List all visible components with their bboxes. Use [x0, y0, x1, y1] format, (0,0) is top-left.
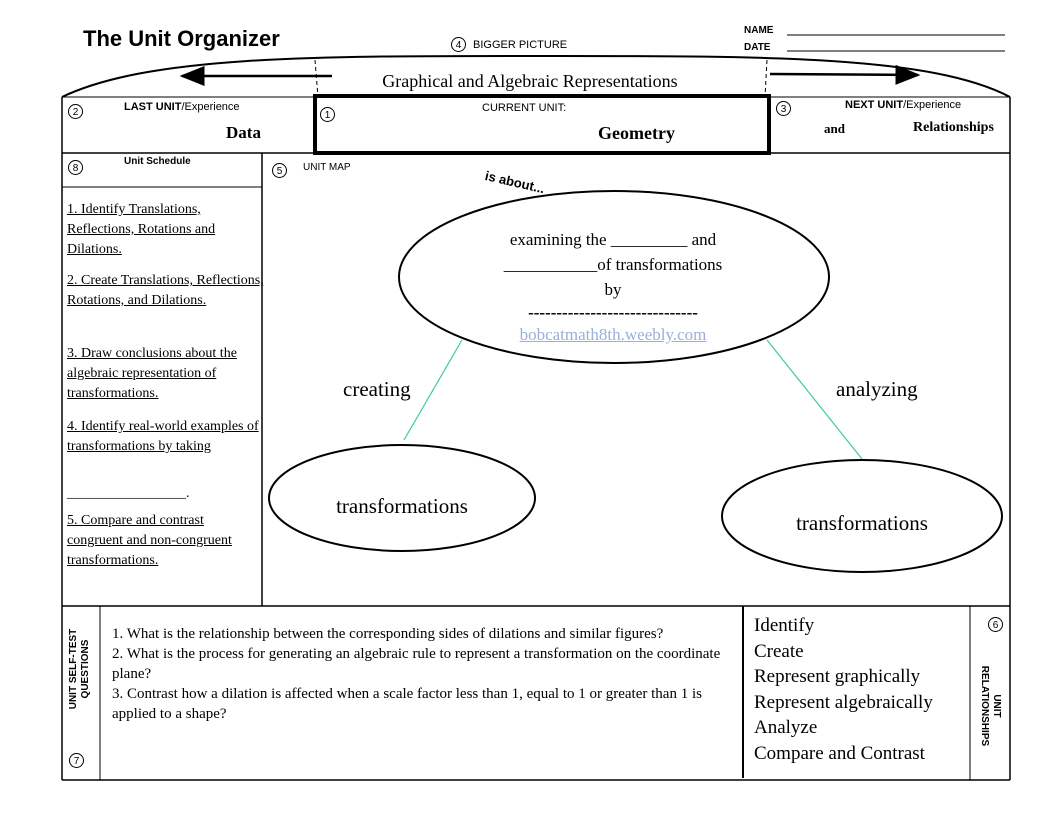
right-node-text: transformations — [796, 511, 928, 535]
relationships-list: Identify Create Represent graphically Re… — [754, 613, 969, 766]
relationship-item: Represent algebraically — [754, 691, 933, 713]
current-unit-box — [313, 94, 771, 155]
schedule-item-1: 1. Identify Translations, Reflections, R… — [67, 202, 216, 257]
self-test-questions: 1. What is the relationship between the … — [112, 624, 736, 724]
next-unit-value-and: and — [824, 121, 845, 136]
bigger-picture-value: Graphical and Algebraic Representations — [382, 71, 678, 91]
unit-map-number: 5 — [272, 163, 287, 178]
bigger-picture-number: 4 — [451, 37, 466, 52]
page-title: The Unit Organizer — [83, 26, 280, 51]
left-node-ellipse — [268, 444, 536, 552]
relationships-number: 6 — [988, 617, 1003, 632]
main-concept-line-2: ___________of transformations — [503, 255, 723, 274]
main-concept-ellipse — [398, 190, 830, 364]
right-connector-line — [766, 339, 863, 460]
date-label: DATE — [744, 42, 771, 53]
relationship-item: Create — [754, 640, 804, 662]
relationship-item: Identify — [754, 615, 815, 636]
schedule-item-3: 3. Draw conclusions about the algebraic … — [67, 346, 237, 401]
current-unit-value: Geometry — [598, 123, 675, 143]
relationships-label: UNIT RELATIONSHIPS — [979, 665, 1002, 747]
name-label: NAME — [744, 25, 774, 36]
relationship-item: Analyze — [754, 717, 818, 738]
left-connector-label: creating — [343, 377, 411, 401]
schedule-item-4: 4. Identify real-world examples of trans… — [67, 419, 259, 454]
left-node-text: transformations — [336, 494, 468, 518]
relationship-item: Compare and Contrast — [754, 742, 925, 764]
schedule-item-2: 2. Create Translations, Reflections, Rot… — [67, 273, 264, 308]
bigger-picture-label: BIGGER PICTURE — [473, 39, 568, 51]
self-test-number: 7 — [69, 753, 84, 768]
relationship-item: Represent graphically — [754, 666, 921, 687]
current-unit-number: 1 — [320, 107, 335, 122]
main-concept-line-4: ------------------------------ — [528, 303, 698, 322]
next-unit-label: NEXT UNIT/Experience — [845, 99, 962, 111]
next-unit-value-relationships: Relationships — [913, 120, 994, 135]
unit-map-label: UNIT MAP — [303, 162, 351, 173]
question-3: 3. Contrast how a dilation is affected w… — [112, 686, 702, 722]
schedule-label: Unit Schedule — [124, 156, 191, 167]
right-node-ellipse — [721, 459, 1003, 573]
self-test-label: UNIT SELF-TEST QUESTIONS — [68, 628, 91, 710]
schedule-item-4-blank: _________________. — [67, 486, 190, 501]
schedule-number: 8 — [68, 160, 83, 175]
right-connector-label: analyzing — [836, 377, 918, 401]
question-1: 1. What is the relationship between the … — [112, 626, 664, 642]
schedule-item-5: 5. Compare and contrast congruent and no… — [67, 513, 232, 568]
current-unit-label: CURRENT UNIT: — [482, 102, 567, 114]
main-concept-line-1: examining the _________ and — [509, 230, 717, 249]
right-arrow — [769, 64, 921, 85]
website-link[interactable]: bobcatmath8th.weebly.com — [519, 325, 707, 344]
left-connector-line — [403, 339, 463, 441]
last-unit-number: 2 — [68, 104, 83, 119]
question-2: 2. What is the process for generating an… — [112, 646, 721, 682]
main-concept-text: examining the _________ and ___________o… — [430, 227, 796, 346]
last-unit-label: LAST UNIT/Experience — [124, 101, 240, 113]
last-unit-value: Data — [226, 123, 261, 142]
next-unit-number: 3 — [776, 101, 791, 116]
main-concept-line-3: by — [604, 280, 622, 299]
